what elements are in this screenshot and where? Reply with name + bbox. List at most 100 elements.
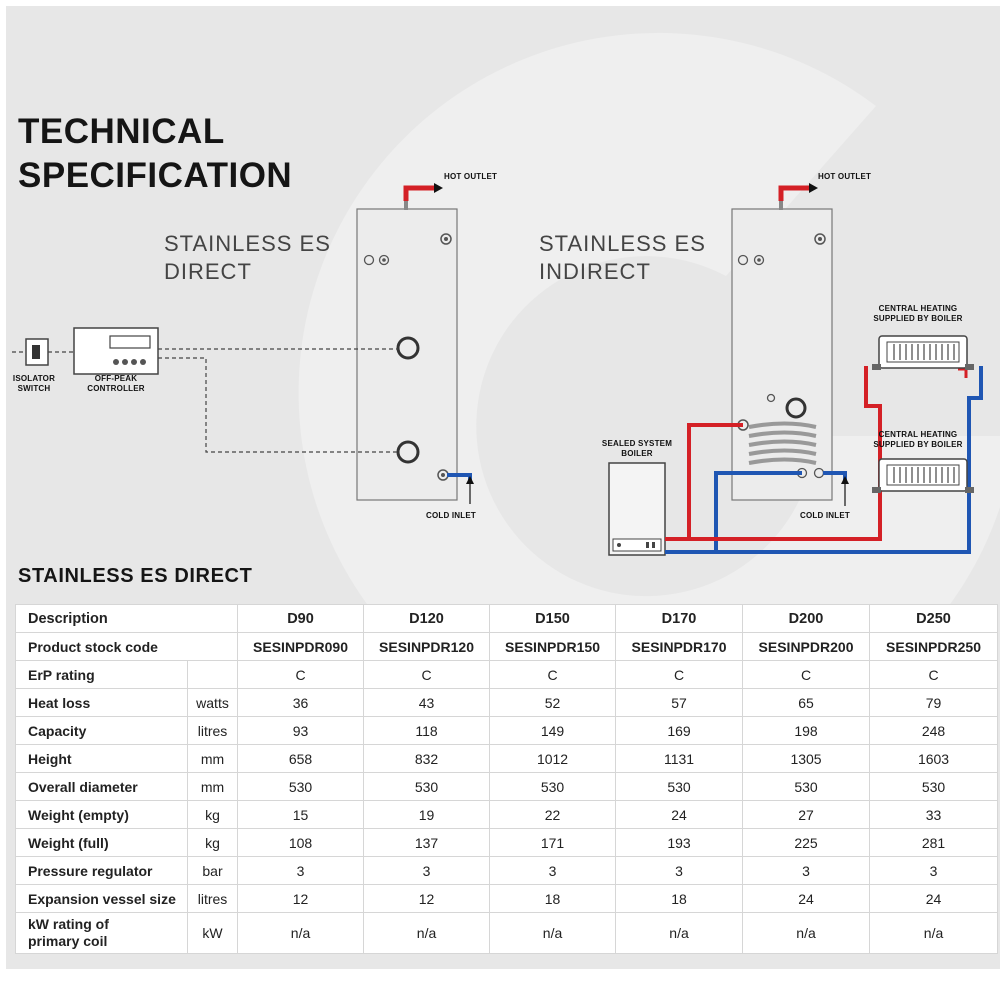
isolator-label-line2: SWITCH: [17, 384, 51, 393]
page-title: TECHNICAL SPECIFICATION: [18, 110, 292, 198]
sealed-boiler-label: SEALED SYSTEM BOILER: [594, 439, 680, 459]
row-unit: kW: [186, 912, 239, 954]
direct-cold-inlet-label: COLD INLET: [426, 511, 476, 520]
table-cell: 1012: [489, 744, 617, 773]
column-header-model: D90: [237, 604, 365, 633]
spec-table-body: Description D90 D120 D150 D170 D200 D250…: [14, 604, 999, 954]
primary-return-pipe: [714, 471, 802, 552]
column-header-model: D120: [363, 604, 491, 633]
table-cell: 24: [742, 884, 871, 913]
table-cell: n/a: [615, 912, 744, 954]
row-label: Weight (empty): [15, 800, 188, 829]
table-cell: n/a: [237, 912, 365, 954]
row-unit: litres: [186, 716, 239, 745]
row-label: Height: [15, 744, 188, 773]
table-cell: 43: [363, 688, 491, 717]
row-unit: kg: [186, 800, 239, 829]
radiator-upper-label-line1: CENTRAL HEATING: [878, 304, 958, 313]
isolator-label-line1: ISOLATOR: [12, 374, 56, 383]
table-cell: 1305: [742, 744, 871, 773]
table-cell: n/a: [869, 912, 999, 954]
table-cell: 530: [615, 772, 744, 801]
row-unit: mm: [186, 744, 239, 773]
row-label: Product stock code: [14, 632, 239, 661]
table-cell: 530: [237, 772, 365, 801]
controller-label-line1: OFF-PEAK: [94, 374, 138, 383]
table-cell: 15: [237, 800, 365, 829]
row-label: Heat loss: [15, 688, 188, 717]
table-cell: 530: [742, 772, 871, 801]
table-cell: n/a: [363, 912, 491, 954]
heating-return-pipe: [665, 366, 983, 554]
row-unit: [186, 660, 239, 689]
indirect-hot-pipe: [778, 185, 809, 201]
indirect-title-line1: STAINLESS ES: [539, 231, 706, 256]
radiator-lower-label-line2: SUPPLIED BY BOILER: [873, 440, 963, 449]
stock-code-cell: SESINPDR200: [742, 632, 871, 661]
row-label: Expansion vessel size: [15, 884, 188, 913]
direct-title-line1: STAINLESS ES: [164, 231, 331, 256]
table-cell: 36: [237, 688, 365, 717]
stock-code-cell: SESINPDR150: [489, 632, 617, 661]
stock-code-cell: SESINPDR170: [615, 632, 744, 661]
indirect-hot-outlet-label: HOT OUTLET: [818, 172, 872, 181]
row-unit: watts: [186, 688, 239, 717]
isolator-switch-label: ISOLATOR SWITCH: [8, 374, 60, 394]
direct-diagram-title: STAINLESS ES DIRECT: [164, 230, 331, 286]
table-cell: 1603: [869, 744, 999, 773]
table-cell: 832: [363, 744, 491, 773]
table-cell: 193: [615, 828, 744, 857]
off-peak-controller-label: OFF-PEAK CONTROLLER: [74, 374, 158, 394]
page-title-line1: TECHNICAL: [18, 112, 225, 151]
table-row-stock-code: Product stock code SESINPDR090 SESINPDR1…: [14, 632, 999, 661]
table-cell: C: [869, 660, 999, 689]
direct-hot-outlet-label: HOT OUTLET: [444, 172, 498, 181]
table-cell: 3: [363, 856, 491, 885]
page-title-line2: SPECIFICATION: [18, 156, 293, 195]
table-cell: 118: [363, 716, 491, 745]
table-cell: 137: [363, 828, 491, 857]
table-cell: n/a: [742, 912, 871, 954]
table-cell: 658: [237, 744, 365, 773]
row-label: Overall diameter: [15, 772, 188, 801]
table-cell: C: [615, 660, 744, 689]
table-cell: 281: [869, 828, 999, 857]
indirect-cold-inlet-label: COLD INLET: [800, 511, 850, 520]
radiator-upper-label: CENTRAL HEATING SUPPLIED BY BOILER: [862, 304, 974, 324]
table-cell: 248: [869, 716, 999, 745]
row-label: Pressure regulator: [15, 856, 188, 885]
table-cell: 19: [363, 800, 491, 829]
table-cell: 52: [489, 688, 617, 717]
wire-lower: [158, 357, 398, 453]
table-cell: 169: [615, 716, 744, 745]
table-cell: 149: [489, 716, 617, 745]
table-cell: 3: [489, 856, 617, 885]
table-cell: 530: [489, 772, 617, 801]
stock-code-cell: SESINPDR090: [237, 632, 365, 661]
table-cell: 3: [869, 856, 999, 885]
spec-table: Description D90 D120 D150 D170 D200 D250…: [14, 604, 999, 954]
table-cell: C: [489, 660, 617, 689]
direct-title-line2: DIRECT: [164, 259, 252, 284]
radiator-lower: [872, 458, 974, 493]
table-cell: 225: [742, 828, 871, 857]
table-cell: 108: [237, 828, 365, 857]
radiator-upper-label-line2: SUPPLIED BY BOILER: [873, 314, 963, 323]
row-unit: litres: [186, 884, 239, 913]
row-label: Weight (full): [15, 828, 188, 857]
table-cell: 33: [869, 800, 999, 829]
table-cell: 93: [237, 716, 365, 745]
indirect-diagram-title: STAINLESS ES INDIRECT: [539, 230, 706, 286]
table-cell: 65: [742, 688, 871, 717]
table-header-row: Description D90 D120 D150 D170 D200 D250: [14, 604, 999, 633]
table-cell: 79: [869, 688, 999, 717]
table-cell: 3: [237, 856, 365, 885]
